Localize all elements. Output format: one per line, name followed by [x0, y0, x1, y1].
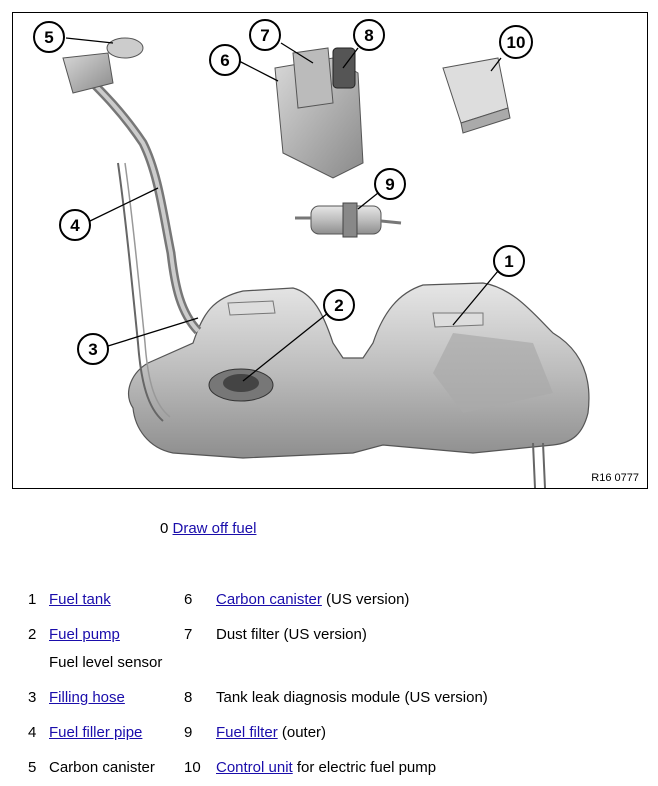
legend-suffix: for electric fuel pump: [292, 759, 437, 776]
control-unit-drawing: [442, 57, 511, 134]
callout-2-label: 2: [334, 296, 343, 315]
legend-number: 7: [184, 626, 193, 643]
callout-10-label: 10: [507, 33, 526, 52]
draw-off-number: 0: [160, 520, 169, 537]
draw-off-fuel-link[interactable]: Draw off fuel: [172, 520, 257, 537]
callout-9-label: 9: [385, 175, 394, 194]
callout-6-label: 6: [220, 51, 229, 70]
legend-number: 1: [28, 591, 37, 608]
callout-5: 5: [33, 21, 65, 53]
fuel-system-illustration: 5 7 8 6 10 9 4 1: [33, 19, 590, 489]
fuel-pump-link[interactable]: Fuel pump: [49, 626, 120, 643]
callout-2: 2: [323, 289, 355, 321]
legend-suffix: (outer): [277, 724, 327, 741]
callout-1-label: 1: [504, 252, 513, 271]
carbon-canister-text: Carbon canister: [49, 759, 155, 776]
callout-10: 10: [499, 25, 533, 59]
leader-lines: [65, 37, 502, 382]
legend-number: 10: [184, 759, 201, 776]
legend-number: 2: [28, 626, 37, 643]
legend-number: 5: [28, 759, 37, 776]
legend-number: 3: [28, 689, 37, 706]
callout-7-label: 7: [260, 26, 269, 45]
callout-8-label: 8: [364, 26, 373, 45]
callout-5-label: 5: [44, 28, 53, 47]
fuel-tank-drawing: [128, 282, 590, 489]
legend-row-2-extra: Fuel level sensor: [49, 654, 162, 671]
parts-diagram: 5 7 8 6 10 9 4 1: [12, 12, 648, 489]
callout-8: 8: [353, 19, 385, 51]
legend-number: 4: [28, 724, 37, 741]
callout-3: 3: [77, 333, 109, 365]
dust-filter-text: Dust filter (US version): [216, 626, 367, 643]
fuel-tank-link[interactable]: Fuel tank: [49, 591, 111, 608]
callout-4: 4: [59, 209, 91, 241]
carbon-canister-drawing: [274, 47, 364, 179]
callout-4-label: 4: [70, 216, 80, 235]
fuel-level-sensor-text: Fuel level sensor: [49, 654, 163, 671]
control-unit-link[interactable]: Control unit: [216, 759, 293, 776]
callout-9: 9: [374, 168, 406, 200]
tank-leak-module-text: Tank leak diagnosis module (US version): [216, 689, 488, 706]
legend-suffix: (US version): [321, 591, 410, 608]
fuel-filter-drawing: [295, 202, 402, 238]
legend-number: 6: [184, 591, 193, 608]
carbon-canister-link[interactable]: Carbon canister: [216, 591, 322, 608]
legend-number: 8: [184, 689, 193, 706]
callout-1: 1: [493, 245, 525, 277]
fuel-filler-pipe-link[interactable]: Fuel filler pipe: [49, 724, 143, 741]
callout-3-label: 3: [88, 340, 97, 359]
legend-number: 9: [184, 724, 193, 741]
fuel-filter-link[interactable]: Fuel filter: [216, 724, 278, 741]
draw-off-fuel-row: 0 Draw off fuel: [160, 520, 256, 537]
callout-7: 7: [249, 19, 281, 51]
filling-hose-link[interactable]: Filling hose: [49, 689, 125, 706]
callout-6: 6: [209, 44, 241, 76]
figure-id: R16 0777: [591, 472, 639, 484]
